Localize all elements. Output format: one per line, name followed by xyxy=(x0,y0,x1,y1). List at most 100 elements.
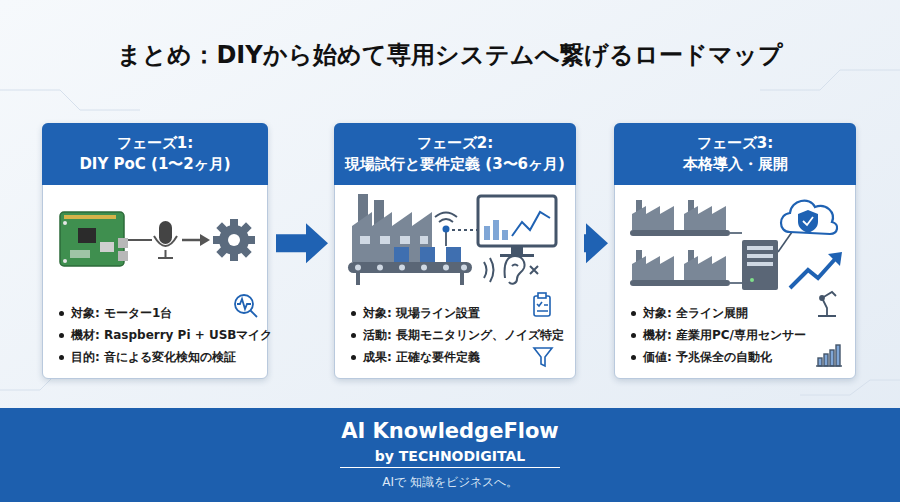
industrial-pc xyxy=(747,246,773,250)
bar-chart-icon xyxy=(830,350,834,366)
bullet-dot xyxy=(59,333,64,338)
card-header: フェーズ3: 本格導入・展開 xyxy=(614,123,856,185)
phase-card: フェーズ3: 本格導入・展開対象: 全ライン展開機材: 産業用PC/専用センサー… xyxy=(614,123,856,379)
network-wire xyxy=(730,232,792,283)
ear-noise-symbol xyxy=(484,256,538,284)
factory-building xyxy=(352,212,432,262)
factory-building xyxy=(400,236,410,244)
heading-line: DIY PoC (1〜2ヶ月) xyxy=(48,154,262,175)
clipboard-icon xyxy=(538,293,546,298)
factory-lines xyxy=(636,200,642,216)
factory-building xyxy=(360,236,370,244)
factory-lines xyxy=(630,230,730,236)
gear-symbol xyxy=(247,236,255,244)
conveyor-line xyxy=(461,265,467,271)
bar-chart-icon xyxy=(818,358,822,366)
usb-microphone xyxy=(158,250,173,258)
usb-microphone xyxy=(159,221,172,244)
factory-building xyxy=(374,200,384,226)
raspberry-pi-board xyxy=(64,215,116,219)
flow-arrow xyxy=(276,223,328,263)
sensor-signal xyxy=(435,213,457,218)
heading-line: フェーズ3: xyxy=(620,133,850,154)
conveyor-line xyxy=(356,273,360,285)
usb-cable xyxy=(128,239,152,241)
heading-line: 現場試行と要件定義 (3〜6ヶ月) xyxy=(340,154,570,175)
bullet-dot xyxy=(59,355,64,360)
gear-symbol xyxy=(230,219,238,227)
bullet-row: 活動: 長期モニタリング、ノイズ特定 xyxy=(351,326,564,344)
flow-small-arrow xyxy=(182,239,202,242)
circuit-pattern xyxy=(800,380,900,395)
bullet-row: 価値: 予兆保全の自動化 xyxy=(631,348,772,366)
sensor-signal xyxy=(452,229,478,231)
bar-chart-icon xyxy=(836,345,840,366)
funnel-icon xyxy=(534,348,552,366)
bullet-row: 機材: Raspberry Pi + USBマイク xyxy=(59,326,272,344)
conveyor-line xyxy=(443,265,449,271)
robot-arm-icon xyxy=(818,292,836,316)
bullet-dot xyxy=(631,311,636,316)
bullet-row: 目的: 音による変化検知の検証 xyxy=(59,348,236,366)
industrial-pc xyxy=(742,240,778,290)
bullet-row: 機材: 産業用PC/専用センサー xyxy=(631,326,806,344)
raspberry-pi-board xyxy=(70,250,90,258)
usb-microphone xyxy=(154,236,177,246)
usb-microphone xyxy=(154,221,177,258)
conveyor-line xyxy=(394,247,409,262)
search-wave-icon xyxy=(235,295,257,317)
growth-arrow xyxy=(790,252,842,288)
factory-lines xyxy=(632,206,674,230)
network-wire xyxy=(730,282,742,284)
cloud-shield xyxy=(798,210,818,233)
bullet-dot xyxy=(351,333,356,338)
cloud-shield xyxy=(781,201,837,234)
factory-lines xyxy=(688,250,694,266)
bullet-text: 対象: モーター1台 xyxy=(71,304,172,322)
circuit-pattern xyxy=(0,90,140,110)
brand-name: AI KnowledgeFlow xyxy=(0,418,900,444)
bullet-dot xyxy=(351,311,356,316)
bullet-row: 成果: 正確な要件定義 xyxy=(351,348,480,366)
sensor-signal xyxy=(445,232,447,246)
factory-lines xyxy=(630,200,730,286)
monitor-screen xyxy=(478,196,556,257)
gear-symbol xyxy=(240,246,251,257)
raspberry-pi-board xyxy=(60,212,124,266)
bullet-dot xyxy=(59,311,64,316)
conveyor-line xyxy=(421,265,427,271)
cloud-shield xyxy=(781,201,837,234)
bar-chart-icon xyxy=(824,354,828,366)
factory-lines xyxy=(688,200,694,216)
search-wave-icon xyxy=(235,295,253,313)
search-wave-icon xyxy=(251,311,258,318)
conveyor-line xyxy=(460,273,464,285)
bullet-dot xyxy=(631,333,636,338)
network-wire xyxy=(730,232,742,234)
raspberry-pi-board xyxy=(118,238,128,248)
gear-symbol xyxy=(219,225,249,255)
raspberry-pi-board xyxy=(60,212,128,266)
gear-symbol xyxy=(228,234,240,246)
gear-symbol xyxy=(213,236,221,244)
raspberry-pi-board xyxy=(100,242,114,252)
growth-arrow xyxy=(828,252,842,266)
bullet-text: 目的: 音による変化検知の検証 xyxy=(71,348,236,366)
factory-lines xyxy=(636,250,642,266)
bullet-row: 対象: モーター1台 xyxy=(59,304,172,322)
bullet-text: 対象: 全ライン展開 xyxy=(643,304,748,322)
heading-line: 本格導入・展開 xyxy=(620,154,850,175)
monitor-screen xyxy=(478,196,556,246)
search-wave-icon xyxy=(237,299,251,309)
usb-cable xyxy=(128,239,152,241)
ear-noise-symbol xyxy=(505,256,525,284)
conveyor-line xyxy=(446,247,461,262)
robot-arm-icon xyxy=(818,292,836,316)
flow-small-arrow xyxy=(200,234,210,246)
industrial-pc xyxy=(747,262,773,266)
card-header: フェーズ1: DIY PoC (1〜2ヶ月) xyxy=(42,123,268,185)
raspberry-pi-board xyxy=(118,251,128,261)
monitor-screen xyxy=(511,246,523,254)
